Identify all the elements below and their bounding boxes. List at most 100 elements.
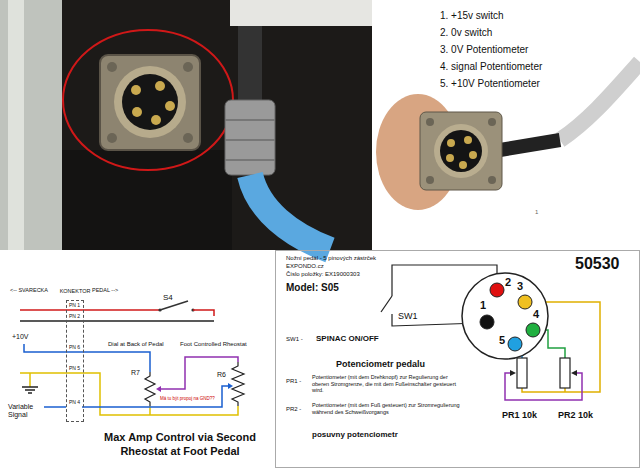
socket-face: [440, 130, 482, 172]
socket-pin: [151, 115, 161, 125]
signal-wire: [82, 386, 229, 407]
diagram-title: Max Amp Control via Second Rheostat at F…: [90, 431, 270, 459]
resistor-symbol: [232, 362, 244, 406]
handwritten-note: Má tu být propoj na GND??: [160, 396, 215, 401]
switch-lever: [160, 301, 188, 310]
resistor-label: PR2 10k: [558, 410, 593, 420]
switch-label: S4: [163, 293, 173, 302]
connector-face: 12345: [461, 272, 549, 360]
header-note: Číslo položky: EX19000303: [286, 271, 360, 278]
socket-pin: [131, 85, 141, 95]
wiper-arrowhead: [571, 370, 577, 376]
ground-symbol: [22, 386, 38, 388]
pin-label: PN 5: [69, 366, 80, 372]
pin-number: 3: [517, 280, 523, 293]
voltage-label: +10V: [12, 333, 29, 341]
pin-label: PN 2: [69, 314, 80, 320]
resistor-symbol: [560, 358, 570, 388]
pin-label: PN 6: [69, 345, 80, 351]
legend-text: SPINAC ON/OFF: [316, 334, 379, 343]
canister-highlight: [8, 0, 24, 250]
model-label: Model: S05: [286, 282, 339, 294]
wiper-arrowhead: [156, 386, 161, 392]
blue-wire: [24, 344, 150, 372]
ground-lead: [29, 373, 31, 387]
yellow-wire: [20, 373, 238, 415]
nut-ridge: [225, 119, 275, 121]
screw: [183, 133, 193, 143]
resistor-symbol: [145, 372, 155, 406]
pin-symbol: [480, 315, 494, 329]
socket-pin: [447, 139, 455, 147]
legend-key: PR1 -: [286, 378, 301, 385]
pin-list-item: 2. 0v switch: [440, 27, 492, 39]
switch-contact: [158, 308, 161, 311]
socket-pin: [464, 136, 472, 144]
screw: [183, 62, 193, 72]
nut-ridge: [225, 159, 275, 161]
pin-label: PN 4: [69, 400, 80, 406]
socket-ring: [114, 66, 186, 138]
panel-border: [276, 251, 640, 468]
purple-wire: [166, 357, 238, 389]
connector-flange: [420, 112, 502, 190]
pin-number: 4: [533, 308, 539, 321]
socket-pin: [132, 107, 142, 117]
wiper-arrowhead: [510, 370, 516, 376]
screw: [488, 176, 496, 184]
red-wire: [193, 310, 214, 316]
coupling-nut: [225, 100, 275, 175]
black-cable: [500, 140, 560, 150]
yellow-wire: [564, 388, 566, 392]
pin-list-item: 5. +10V Potentiometer: [440, 78, 540, 90]
legend-text: Potentiometer (mit dem Fuß gesteuert) zu…: [312, 402, 462, 415]
header-note: Nožní pedál - 5 pinových zástrček: [286, 255, 376, 262]
resistor-symbol: [517, 358, 527, 388]
signal-label: Variable Signal: [8, 403, 42, 418]
ground-symbol: [25, 389, 35, 391]
pin-number: 1: [480, 299, 486, 312]
ground-symbol: [28, 392, 32, 394]
resistor-label: R6: [217, 371, 226, 379]
socket-pin: [469, 151, 477, 159]
screw: [107, 62, 117, 72]
nut-ridge: [225, 139, 275, 141]
pin-number: 2: [505, 276, 511, 289]
device-body: [62, 150, 232, 250]
pin-list-item: 3. 0V Potentiometer: [440, 44, 528, 56]
socket-face: [122, 74, 178, 130]
socket-pin: [459, 161, 467, 169]
pin-label: PN 1: [69, 303, 80, 309]
resistor-label: R7: [131, 369, 140, 377]
section-heading: posuvny potenciometr: [312, 430, 398, 439]
wiper-arrowhead: [228, 383, 233, 389]
purple-wire: [505, 373, 582, 400]
pin-symbol: [490, 283, 504, 297]
header-note: EXPONDO.cz: [286, 263, 324, 270]
block-heading: KONEKTOR: [60, 288, 91, 294]
socket-pin: [446, 154, 454, 162]
pin-list-item: 1. +15v switch: [440, 10, 504, 22]
connector-circle: [462, 273, 548, 359]
socket-ring: [434, 124, 488, 178]
red-wire: [20, 309, 160, 311]
screw: [488, 118, 496, 126]
socket-pin: [165, 101, 175, 111]
pin-symbol: [526, 323, 540, 337]
socket-pin: [155, 81, 165, 91]
pin-symbol: [508, 337, 522, 351]
switch-lever: [381, 296, 392, 312]
screw: [107, 133, 117, 143]
screw: [426, 118, 434, 126]
grey-cable: [560, 62, 640, 140]
highlight-ellipse: [63, 30, 233, 170]
resistor-label: PR1 10k: [502, 410, 537, 420]
screw: [426, 176, 434, 184]
photo-background: [0, 0, 372, 250]
cable: [238, 26, 262, 106]
pin-number: 5: [499, 334, 505, 347]
device-panel: [230, 0, 372, 26]
pin-list-item: 4. signal Potentiometer: [440, 61, 542, 73]
